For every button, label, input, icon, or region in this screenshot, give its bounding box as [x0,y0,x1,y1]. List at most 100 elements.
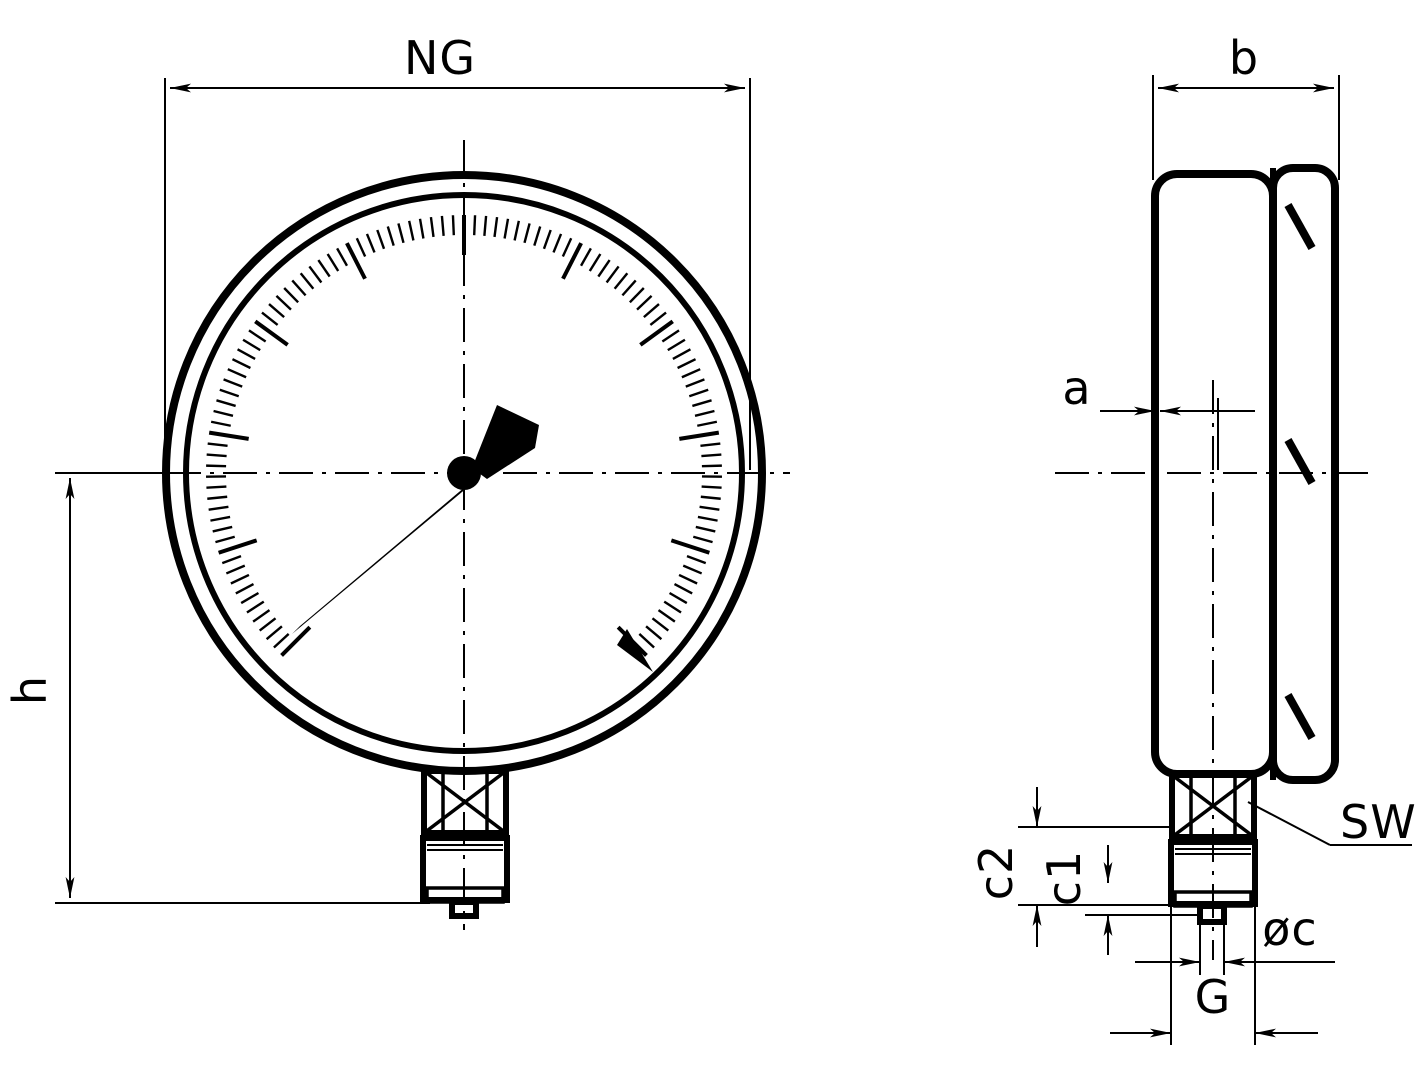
minor-tick [685,378,705,388]
dial-pointer [292,405,539,634]
minor-tick [207,442,228,448]
dimension-a [1100,385,1255,470]
bezel-hatch-marks [1284,203,1316,740]
minor-tick [407,220,415,241]
minor-tick [418,218,425,239]
label-a: a [1062,361,1091,415]
scale-end-stop-marker [617,629,653,672]
minor-tick [429,216,435,238]
dimension-sw [1247,801,1412,846]
dimension-c1 [1085,845,1200,955]
side-connection [1168,772,1258,925]
minor-tick [273,633,290,649]
minor-tick [397,223,405,244]
minor-tick [645,625,663,641]
minor-tick [216,399,236,408]
minor-tick [236,348,256,360]
minor-tick [561,237,573,258]
minor-tick [503,218,510,239]
minor-tick [219,388,240,398]
minor-tick [225,564,246,575]
minor-tick [440,215,445,236]
hex-nut-body [421,768,509,836]
label-ng: NG [404,31,476,85]
dimension-labels: NG h b a SW c2 c1 øc G [3,31,1417,1024]
minor-tick [701,464,722,468]
minor-tick [629,287,645,304]
minor-tick [240,591,260,605]
minor-tick [701,485,722,489]
minor-tick [252,609,271,623]
minor-tick [376,229,386,250]
minor-tick [695,525,716,533]
minor-tick [386,226,395,246]
minor-tick [694,409,715,417]
minor-tick [533,226,542,246]
minor-tick [268,303,285,319]
minor-tick [265,625,283,641]
minor-tick [523,223,531,244]
dimension-diameter-c [1135,906,1335,975]
dimension-c2 [1018,787,1170,947]
minor-tick [261,311,279,326]
minor-tick [336,247,349,267]
minor-tick [682,564,703,575]
minor-tick [299,272,315,290]
minor-tick [677,358,697,370]
major-tick [254,319,289,347]
minor-tick [636,294,653,311]
minor-tick [451,215,456,236]
minor-tick [673,583,693,595]
label-b: b [1229,31,1259,85]
minor-tick [700,442,721,448]
minor-tick [365,233,376,253]
dimension-h [55,472,430,904]
minor-tick [657,609,676,623]
minor-tick [613,272,629,290]
minor-tick [621,279,637,297]
minor-tick [231,358,251,370]
pointer-hub [447,456,481,490]
minor-tick [212,525,233,533]
minor-tick [542,229,552,250]
minor-tick [215,535,236,544]
minor-tick [308,265,323,284]
minor-tick [326,253,340,272]
minor-tick [207,495,228,500]
minor-tick [699,505,720,511]
minor-tick [649,311,667,326]
minor-tick [317,259,331,278]
label-g: G [1195,970,1232,1024]
minor-tick [588,253,602,272]
minor-tick [681,368,701,379]
major-tick [679,430,720,441]
minor-tick [206,453,227,458]
minor-tick [597,259,611,278]
minor-tick [697,420,718,427]
minor-tick [206,485,227,489]
pointer-needle [292,476,478,634]
minor-tick [206,464,227,468]
minor-tick [700,495,721,500]
case-inner-ring [183,192,745,754]
label-sw: SW [1340,795,1417,849]
major-tick [345,242,367,280]
major-tick [639,319,674,347]
minor-tick [483,215,488,236]
minor-tick [688,388,709,398]
label-diameter-c: øc [1262,902,1317,956]
minor-tick [221,555,242,565]
minor-tick [210,420,231,427]
minor-tick [678,573,698,585]
minor-tick [513,220,521,241]
minor-tick [493,216,499,238]
minor-tick [242,338,261,352]
minor-tick [638,633,655,649]
minor-tick [651,617,670,632]
minor-tick [291,279,307,297]
minor-tick [697,515,718,522]
minor-tick [643,303,660,319]
minor-tick [661,329,680,343]
front-connection [420,768,510,919]
